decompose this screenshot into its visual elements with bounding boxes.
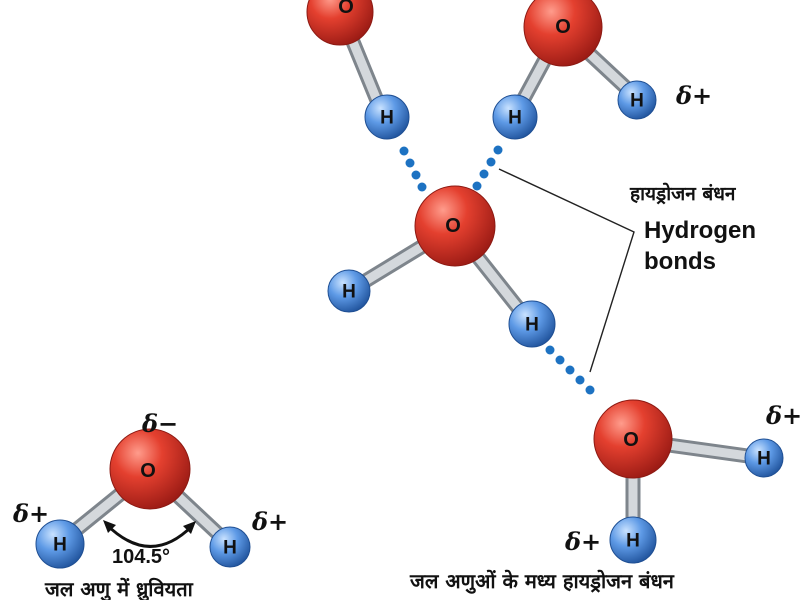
oxygen-atoms: O O O O O xyxy=(109,0,673,510)
partial-positive-charge: δ+ xyxy=(564,527,601,556)
hydrogen-bonds-hindi-label: हायड्रोजन बंधन xyxy=(629,182,737,205)
partial-positive-charge: δ+ xyxy=(765,401,800,430)
hydrogen-atom: H xyxy=(609,516,657,564)
oxygen-label: O xyxy=(445,215,461,237)
hydrogen-bond-caption: जल अणुओं के मध्य हायड्रोजन बंधन xyxy=(409,569,675,594)
hydrogen-label: H xyxy=(380,108,394,129)
oxygen-label: O xyxy=(623,429,639,451)
bond-angle-arrow xyxy=(103,520,196,548)
hydrogen-atom: H xyxy=(35,519,85,569)
hydrogen-label: H xyxy=(53,535,67,556)
oxygen-atom: O xyxy=(523,0,603,67)
hydrogen-atom: H xyxy=(327,269,371,313)
hydrogen-atoms: H H H H H H H H xyxy=(35,80,784,569)
hydrogen-label: H xyxy=(223,538,237,559)
oxygen-atom: O xyxy=(109,428,191,510)
bond-angle-value: 104.5° xyxy=(112,546,170,568)
oxygen-atom: O xyxy=(414,185,496,267)
hydrogen-atom: H xyxy=(364,94,410,140)
partial-positive-charge: δ+ xyxy=(675,81,712,110)
hydrogen-label: H xyxy=(342,282,356,303)
oxygen-atom: O xyxy=(306,0,374,46)
partial-positive-charge: δ+ xyxy=(251,507,288,536)
label-pointer-lines xyxy=(498,168,635,373)
hydrogen-bonds-label-line1: Hydrogen xyxy=(644,217,756,244)
hydrogen-label: H xyxy=(626,531,640,552)
oxygen-atom: O xyxy=(593,399,673,479)
hydrogen-label: H xyxy=(525,315,539,336)
oxygen-label: O xyxy=(140,460,156,482)
hydrogen-label: H xyxy=(508,108,522,129)
partial-negative-charge: δ− xyxy=(141,409,178,438)
hydrogen-bond xyxy=(545,345,595,395)
hydrogen-atom: H xyxy=(744,438,784,478)
hydrogen-label: H xyxy=(630,91,644,112)
partial-positive-charge: δ+ xyxy=(12,499,49,528)
hydrogen-bond-dots xyxy=(399,145,595,395)
hydrogen-atom: H xyxy=(508,300,556,348)
hydrogen-atom: H xyxy=(209,526,251,568)
oxygen-label: O xyxy=(555,16,571,38)
polarity-caption: जल अणु में ध्रुवियता xyxy=(44,577,194,600)
hydrogen-atom: H xyxy=(492,94,538,140)
oxygen-label: O xyxy=(338,0,354,18)
hydrogen-bond xyxy=(399,146,427,192)
hydrogen-bonds-label-line2: bonds xyxy=(644,248,716,275)
hydrogen-atom: H xyxy=(617,80,657,120)
hydrogen-bond xyxy=(472,145,503,191)
hydrogen-label: H xyxy=(757,449,771,470)
